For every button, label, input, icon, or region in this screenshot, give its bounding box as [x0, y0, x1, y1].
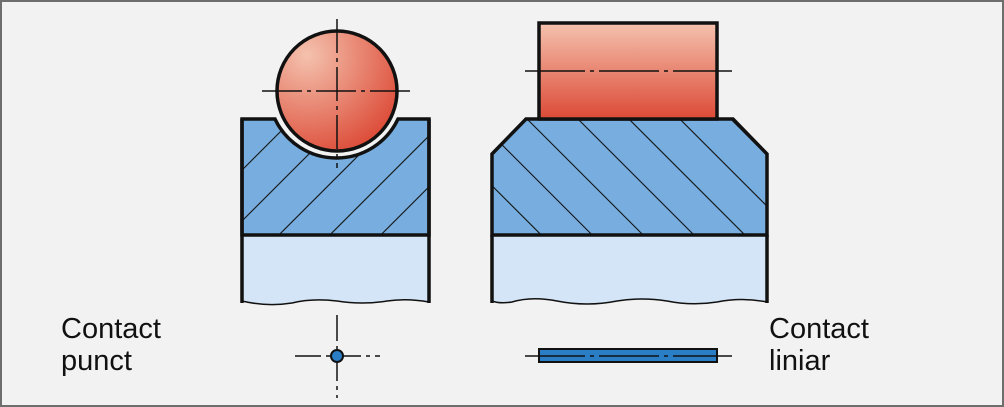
point-contact-label-line2: punct: [61, 345, 132, 377]
line-contact-label: Contact liniar: [769, 313, 869, 377]
point-contact-label: Contact punct: [61, 313, 161, 377]
point-contact-label-line1: Contact: [61, 313, 161, 345]
left-hatched-body: [240, 117, 431, 237]
line-contact-symbol: [525, 348, 732, 363]
left-base-body: [241, 234, 430, 306]
contact-point-mark: [330, 349, 344, 363]
line-contact-label-line2: liniar: [769, 345, 831, 377]
point-contact-assembly: [240, 19, 431, 306]
right-hatched-body: [490, 117, 769, 237]
point-contact-symbol: [295, 315, 380, 398]
line-contact-assembly: [490, 21, 769, 305]
right-base-body: [491, 234, 768, 305]
line-contact-label-line1: Contact: [769, 313, 869, 345]
